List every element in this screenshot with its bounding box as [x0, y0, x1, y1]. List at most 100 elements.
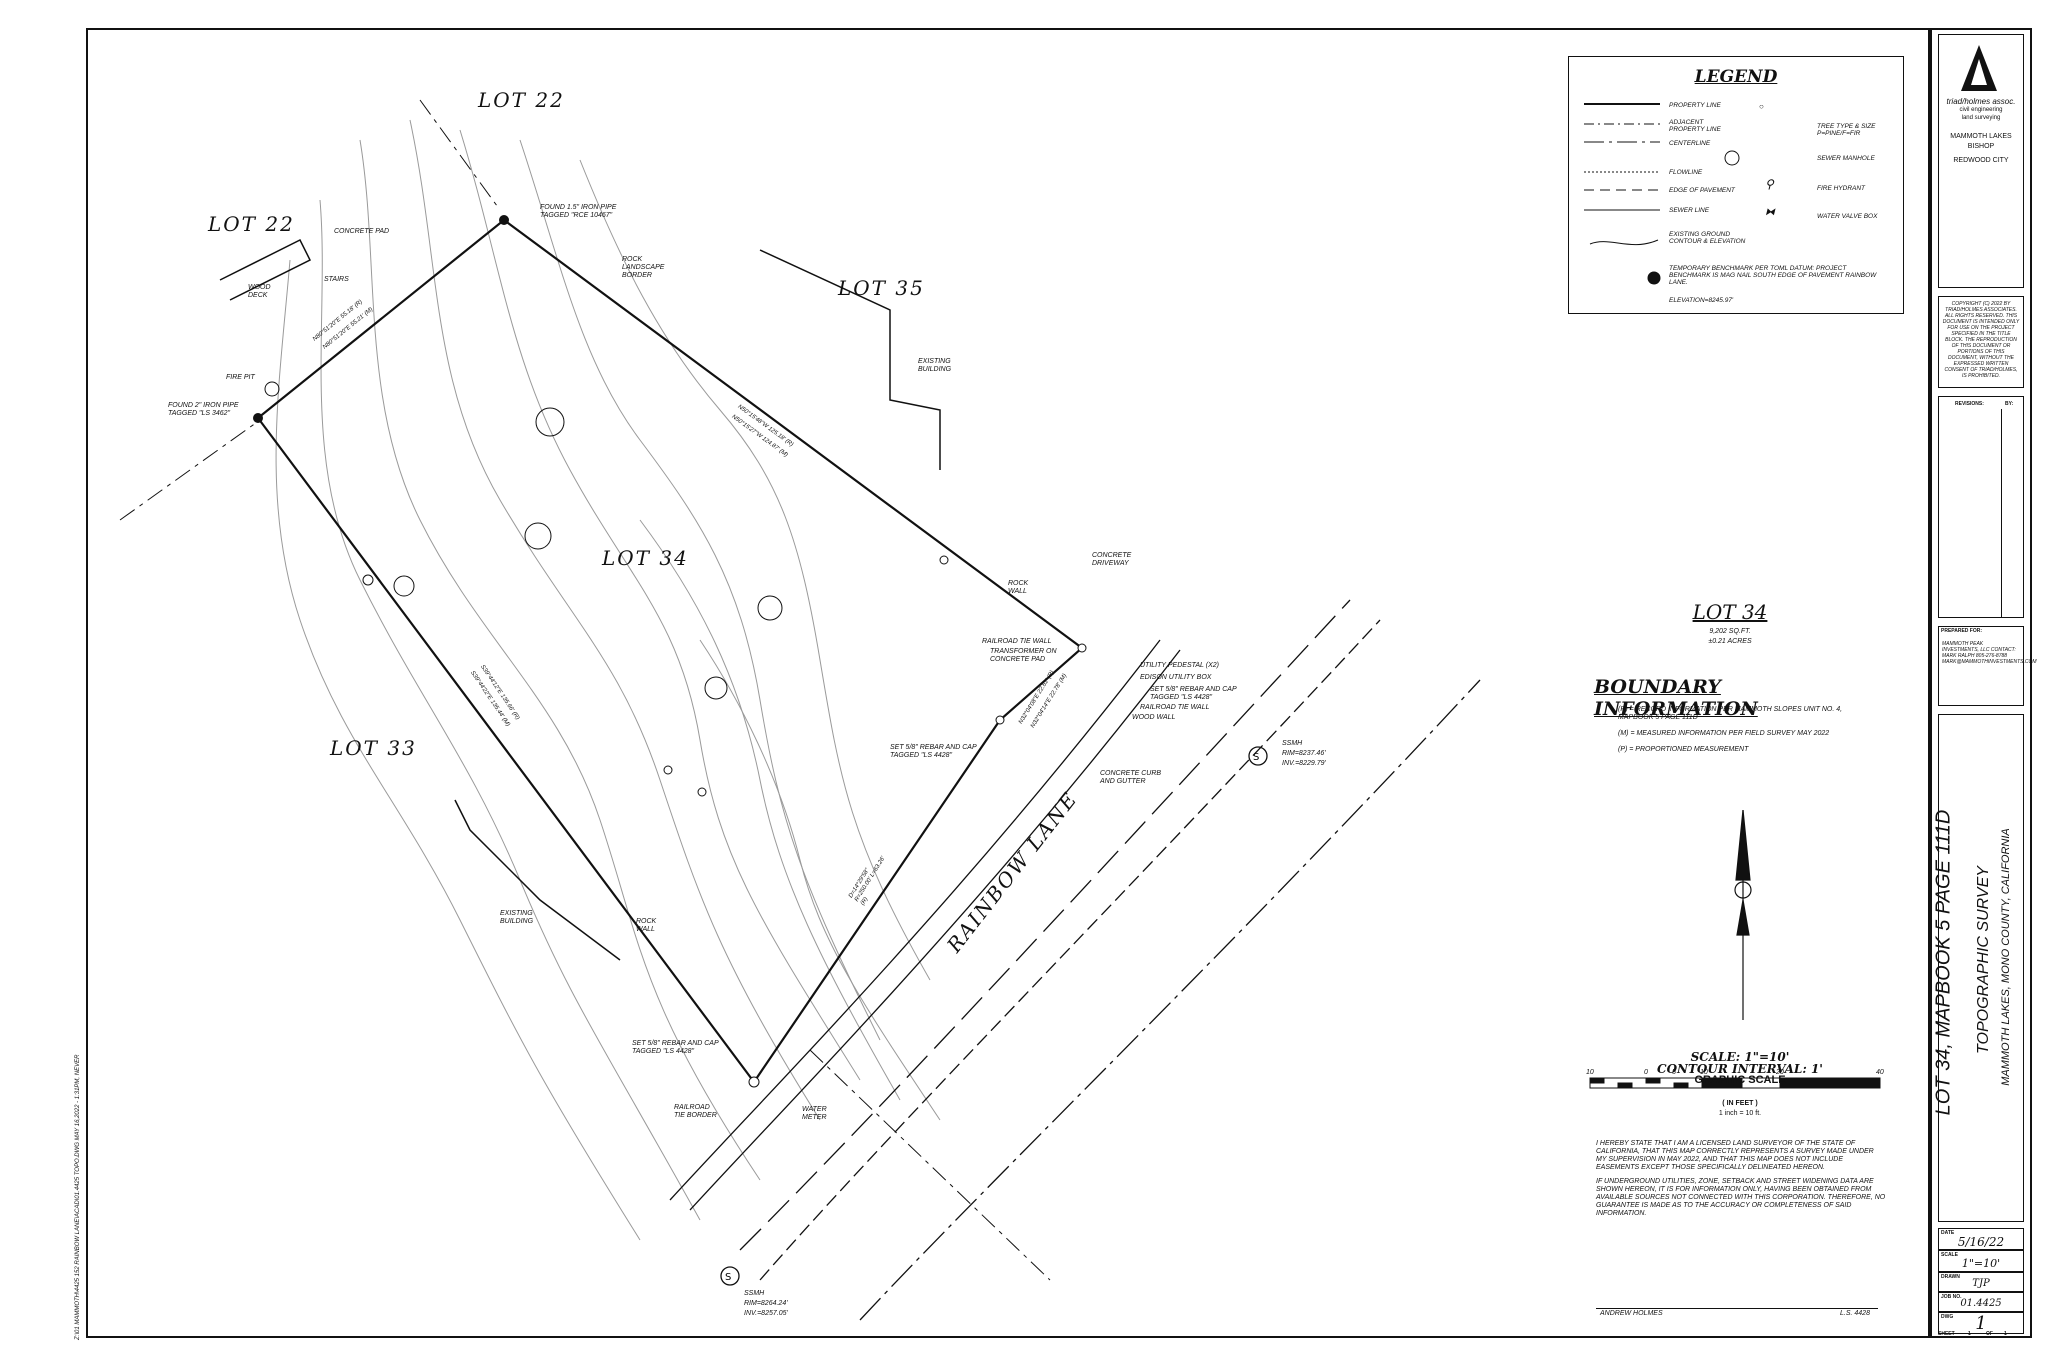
- corner-monument: [499, 215, 509, 225]
- sheet-value: 1: [1968, 1331, 1971, 1337]
- lot-label: LOT 34: [602, 546, 689, 570]
- legend-item: TREE TYPE & SIZE P=PINE/F=FIR: [1817, 123, 1876, 137]
- note-found-pipe: FOUND 2" IRON PIPE TAGGED "LS 3462": [168, 402, 239, 417]
- north-arrow-icon: [1734, 809, 1752, 1020]
- lot-label: LOT 35: [838, 276, 925, 300]
- building-edge: [759, 249, 941, 470]
- surveyor-license: L.S. 4428: [1840, 1310, 1870, 1317]
- sheet-location: MAMMOTH LAKES, MONO COUNTY, CALIFORNIA: [2000, 828, 2012, 1086]
- note-edison-box: EDISON UTILITY BOX: [1140, 674, 1212, 681]
- trees: [264, 381, 949, 797]
- lot34-boundary: [256, 218, 1084, 1084]
- firm-cell: triad/holmes assoc. civil engineering la…: [1938, 34, 2024, 288]
- office-location: MAMMOTH LAKES: [1950, 133, 2012, 140]
- note-fire-pit: FIRE PIT: [226, 374, 255, 381]
- note-wood-deck: WOOD DECK: [248, 284, 271, 299]
- fire-hydrant-icon: ⚲: [1765, 177, 1774, 191]
- note-existing-building: EXISTING BUILDING: [918, 358, 952, 373]
- note-set-rebar: SET 5/8" REBAR AND CAP TAGGED "LS 4428": [890, 744, 977, 759]
- dwg-value: 1: [1975, 1313, 1987, 1334]
- dwg-label: DWG: [1941, 1314, 1954, 1320]
- note-rock-border: ROCK LANDSCAPE BORDER: [622, 256, 665, 279]
- note-set-rebar: SET 5/8" REBAR AND CAP TAGGED "LS 4428": [1150, 686, 1237, 701]
- tree-symbol-icon: ○: [1759, 102, 1764, 111]
- drawn-cell: DRAWN TJP: [1938, 1272, 2024, 1292]
- corner-monument: [253, 413, 263, 423]
- curb-line: [669, 639, 1161, 1201]
- note-ssmh-rim: RIM=8264.24': [744, 1300, 788, 1307]
- note-ssmh: SSMH: [1282, 740, 1303, 747]
- sheet-title: LOT 34, MAPBOOK 5 PAGE 111D: [1932, 809, 1955, 1116]
- firm-logo-icon: [1961, 45, 1997, 91]
- tree-symbol: [939, 555, 949, 565]
- tree-symbol: [757, 595, 783, 621]
- legend-item: WATER VALVE BOX: [1817, 213, 1878, 220]
- job-label: JOB NO.: [1941, 1294, 1962, 1300]
- lot-summary-title: LOT 34: [1692, 600, 1768, 624]
- note-concrete-pad: CONCRETE PAD: [334, 228, 390, 235]
- legend-item: FLOWLINE: [1669, 169, 1703, 176]
- note-wood-wall: WOOD WALL: [1132, 714, 1176, 721]
- adjacent-property-lines: [119, 99, 1051, 1281]
- job-value: 01.4425: [1960, 1298, 2002, 1309]
- contour-line: [319, 199, 701, 1221]
- contour-line: [579, 159, 931, 981]
- note-ssmh-rim: RIM=8237.46': [1282, 750, 1326, 757]
- scale-tick: 0: [1644, 1069, 1648, 1076]
- copyright-text: Copyright (C) 2022 by Triad/Holmes Assoc…: [1942, 301, 2020, 379]
- water-valve-icon: ⧓: [1765, 207, 1775, 218]
- contour-line: [699, 639, 941, 1121]
- sewer-line: [739, 599, 1351, 1251]
- firm-sub: civil engineering: [1959, 107, 2003, 113]
- sheet-label: SHEET: [1938, 1331, 1955, 1337]
- note-ssmh-inv: INV.=8229.79': [1282, 760, 1326, 767]
- certification-para: IF UNDERGROUND UTILITIES, ZONE, SETBACK …: [1596, 1178, 1886, 1217]
- scale-ratio: 1 inch = 10 ft.: [1718, 1110, 1762, 1117]
- adjacent-line: [119, 419, 261, 521]
- edge-of-pavement: [759, 619, 1381, 1281]
- tree-symbol: [264, 381, 280, 397]
- scale-unit: ( IN FEET ): [1722, 1100, 1758, 1107]
- contour-line: [359, 139, 761, 1181]
- manholes: [720, 746, 1268, 1286]
- scale-tick: 5: [1672, 1069, 1676, 1076]
- contour-line: [519, 139, 881, 1041]
- legend-item: PROPERTY LINE: [1669, 102, 1721, 109]
- certification-para: I HEREBY STATE THAT I AM A LICENSED LAND…: [1596, 1140, 1874, 1171]
- of-label: OF: [1986, 1331, 1993, 1337]
- sheet-subtitle: TOPOGRAPHIC SURVEY: [1975, 866, 1992, 1054]
- drawn-label: DRAWN: [1941, 1274, 1960, 1280]
- note-ssmh-inv: INV.=8257.05': [744, 1310, 788, 1317]
- curb-line: [689, 649, 1181, 1211]
- note-stairs: STAIRS: [324, 276, 349, 283]
- sewer-manhole-icon: [1248, 746, 1268, 766]
- tree-symbol: [704, 676, 728, 700]
- corner-monument: [748, 1076, 760, 1088]
- office-location: BISHOP: [1967, 143, 1995, 150]
- surveyor-name: ANDREW HOLMES: [1600, 1310, 1663, 1317]
- copyright-cell: Copyright (C) 2022 by Triad/Holmes Assoc…: [1938, 296, 2024, 388]
- lot-label: LOT 33: [330, 736, 417, 760]
- note-existing-building: EXISTING BUILDING: [500, 910, 534, 925]
- lot-label: LOT 22: [478, 88, 565, 112]
- legend-title: LEGEND: [1694, 67, 1778, 87]
- scale-tick: 20: [1776, 1069, 1784, 1076]
- manhole-glyph: S: [725, 1272, 731, 1283]
- date-cell: DATE 5/16/22: [1938, 1228, 2024, 1250]
- legend-item: ADJACENT PROPERTY LINE: [1669, 119, 1721, 133]
- job-cell: JOB NO. 01.4425: [1938, 1292, 2024, 1312]
- boundary-item: (P) = PROPORTIONED MEASUREMENT: [1618, 746, 1749, 753]
- drawn-value: TJP: [1972, 1278, 1990, 1289]
- adjacent-line: [809, 1049, 1051, 1281]
- graphic-scale-title: GRAPHIC SCALE: [1694, 1074, 1786, 1086]
- note-rock-wall: ROCK WALL: [636, 918, 657, 933]
- sewer-manhole-icon: [720, 1266, 740, 1286]
- of-value: 1: [2004, 1331, 2007, 1337]
- note-concrete-driveway: CONCRETE DRIVEWAY: [1092, 552, 1132, 567]
- building-edge: [454, 799, 621, 961]
- legend-item: CENTERLINE: [1669, 140, 1711, 147]
- date-label: DATE: [1941, 1230, 1955, 1236]
- scale-tick: 10: [1700, 1069, 1708, 1076]
- contour-interval: CONTOUR INTERVAL: 1': [1657, 1062, 1823, 1076]
- firm-sub: land surveying: [1961, 115, 2001, 121]
